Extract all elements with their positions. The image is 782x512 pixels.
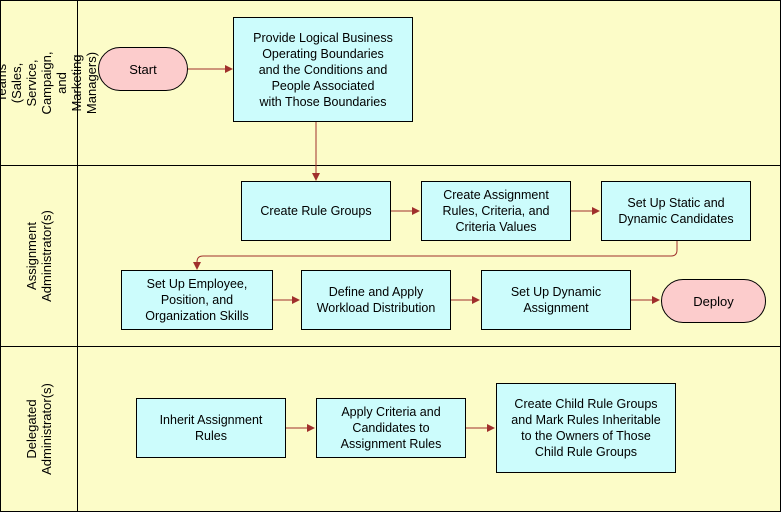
lane-header: Delegated Administrator(s) (1, 347, 78, 511)
start-terminal: Start (98, 47, 188, 91)
apply-criteria-step: Apply Criteria and Candidates to Assignm… (316, 398, 466, 458)
inherit-rules-step: Inherit Assignment Rules (136, 398, 286, 458)
set-up-skills-step: Set Up Employee, Position, and Organizat… (121, 270, 273, 330)
deploy-terminal: Deploy (661, 279, 766, 323)
create-assignment-rules-step: Create Assignment Rules, Criteria, and C… (421, 181, 571, 241)
set-up-dynamic-assignment-step: Set Up Dynamic Assignment (481, 270, 631, 330)
connector-candidates-to-skills (193, 241, 678, 270)
lane-header: Assignment Administrator(s) (1, 166, 78, 346)
lane-header: Business Teams (Sales, Service, Campaign… (0, 1, 99, 165)
create-rule-groups-step: Create Rule Groups (241, 181, 391, 241)
provide-boundaries-step: Provide Logical Business Operating Bound… (233, 17, 413, 122)
define-workload-step: Define and Apply Workload Distribution (301, 270, 451, 330)
set-up-candidates-step: Set Up Static and Dynamic Candidates (601, 181, 751, 241)
create-child-groups-step: Create Child Rule Groups and Mark Rules … (496, 383, 676, 473)
